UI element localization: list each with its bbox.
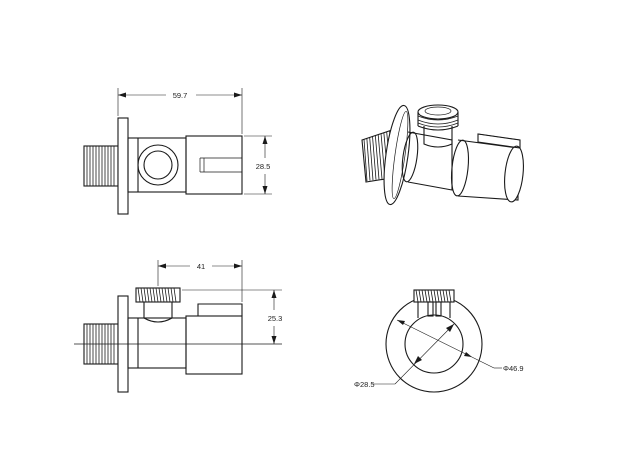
bottom-diameter-small-label: Φ28.5 [354, 380, 375, 389]
iso-lever [477, 133, 521, 149]
front-height-label: 28.5 [256, 162, 271, 171]
front-threaded-inlet [83, 145, 119, 187]
front-width-dimension: 59.7 [117, 88, 243, 134]
front-outlet-bore [143, 150, 173, 180]
side-width-label: 41 [197, 262, 205, 271]
front-view: 59.7 28.5 [83, 88, 272, 215]
side-view: 41 25.3 [74, 260, 283, 393]
side-width-dimension: 41 [157, 260, 243, 302]
bottom-inner-circle [404, 314, 464, 374]
front-flange [117, 117, 129, 215]
bottom-view: Φ28.5 Φ46.9 [354, 289, 524, 393]
bottom-diameter-dimension-large: Φ46.9 [396, 319, 524, 373]
iso-handle-cap [450, 139, 524, 203]
iso-body [407, 131, 453, 191]
bottom-diameter-large-label: Φ46.9 [503, 364, 524, 373]
bottom-top-outlet [413, 289, 455, 318]
side-height-dimension: 25.3 [182, 289, 283, 344]
bottom-diameter-dimension-small: Φ28.5 [354, 323, 455, 389]
front-height-dimension: 28.5 [244, 135, 272, 195]
side-lever [197, 303, 243, 316]
front-width-label: 59.7 [173, 91, 188, 100]
side-body [127, 317, 187, 369]
isometric-view [361, 104, 524, 206]
front-outlet-ring [137, 144, 179, 186]
side-handle-cap [185, 315, 243, 375]
side-top-outlet [135, 287, 181, 323]
iso-top-outlet [417, 104, 459, 148]
front-handle-cap [185, 135, 243, 195]
side-height-label: 25.3 [268, 314, 283, 323]
iso-flange [383, 104, 411, 206]
front-body [127, 137, 187, 193]
